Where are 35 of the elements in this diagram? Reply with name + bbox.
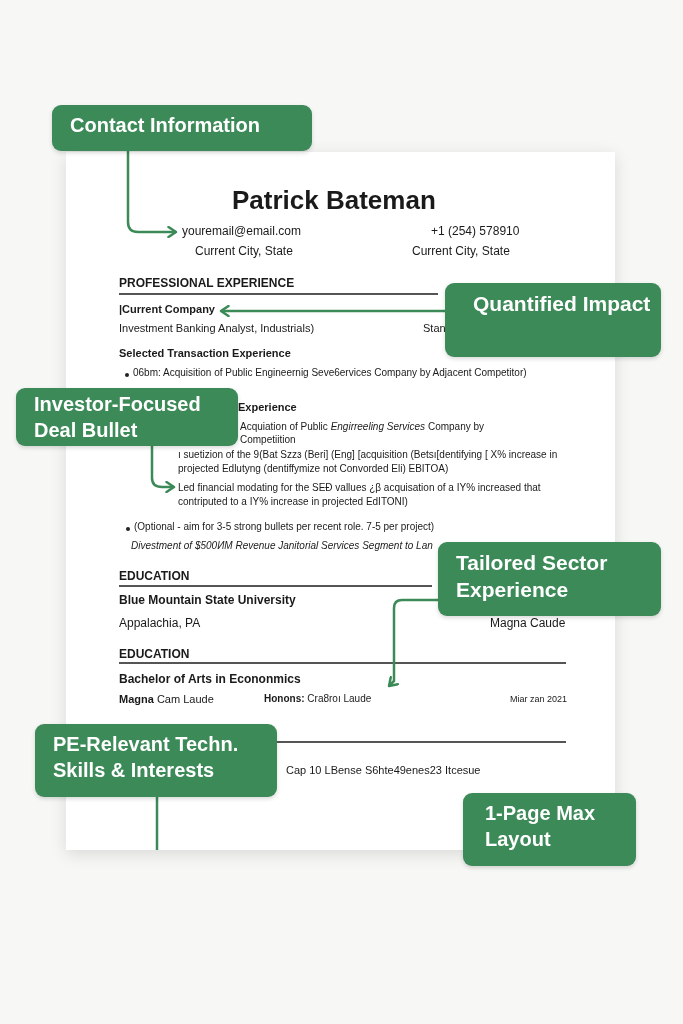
name-heading: Patrick Bateman [232,184,436,217]
callout-label: Tailored Sector Experience [438,542,661,616]
email-address: youremail@email.com [182,224,301,239]
subheading: Experience [238,401,297,415]
callout-label: Investor-Focused Deal Bullet [16,388,238,446]
date-text: Miar zan 2021 [510,694,568,706]
leader-line [155,797,159,850]
leader-arrow [126,151,178,239]
callout-label: Quantified Impact [445,283,661,357]
callout-label: Contact Information [52,105,312,151]
leader-arrow [150,446,176,494]
location-text: Current City, State [195,244,293,259]
section-heading: EDUCATION [119,647,190,662]
honors-text: Magna Cam Laude [119,693,214,707]
honors-text: Honons: Cra8roı Laude [264,693,372,706]
location-text: Appalachia, PA [119,616,201,631]
section-heading: EDUCATION [119,569,190,584]
bullet-text: (Optional - aim for 3-5 strong bullets per recent role. 7-5 per project) [134,521,435,534]
section-heading: PROFESSIONAL EXPERIENCE [119,276,295,291]
callout-label: PE-Relevant Techn. Skills & Interests [35,724,277,797]
partial-text: Stan [423,322,446,336]
leader-arrow [219,304,445,318]
job-title: Investment Banking Analyst, Industrials) [119,322,315,336]
phone-number: +1 (254) 578910 [431,224,520,239]
leader-arrow [387,598,438,688]
company-name: |Current Company [119,303,215,317]
school-name: Blue Mountain State University [119,593,296,608]
location-text: Current City, State [412,244,510,259]
subheading: Selected Transaction Experience [119,347,291,361]
bullet-text: Led financial modating for the SEĐ vallues ¿β acquisation of a IY% increased that contriputed to a IY% increase in projected EdITONI) [178,481,573,509]
skills-text: Cap 10 LBense S6hte49enes23 Itcesue [286,764,481,778]
bullet-text: 06bm: Acquisition of Public Engineernig Seve6ervices Company by Adjacent Competitor) [133,367,527,380]
callout-label: 1-Page Max Layout [463,793,636,866]
degree-text: Bachelor of Arts in Econonmics [119,672,301,687]
bullet-text: ı suetizion of the 9(Bat Szzɜ (Beri] (Eng] [acquisition (Betsı[dentifying [ X% increase in projected Edlutyng (dentiffymize not Convorded Eli) EBITOA) [178,448,559,476]
